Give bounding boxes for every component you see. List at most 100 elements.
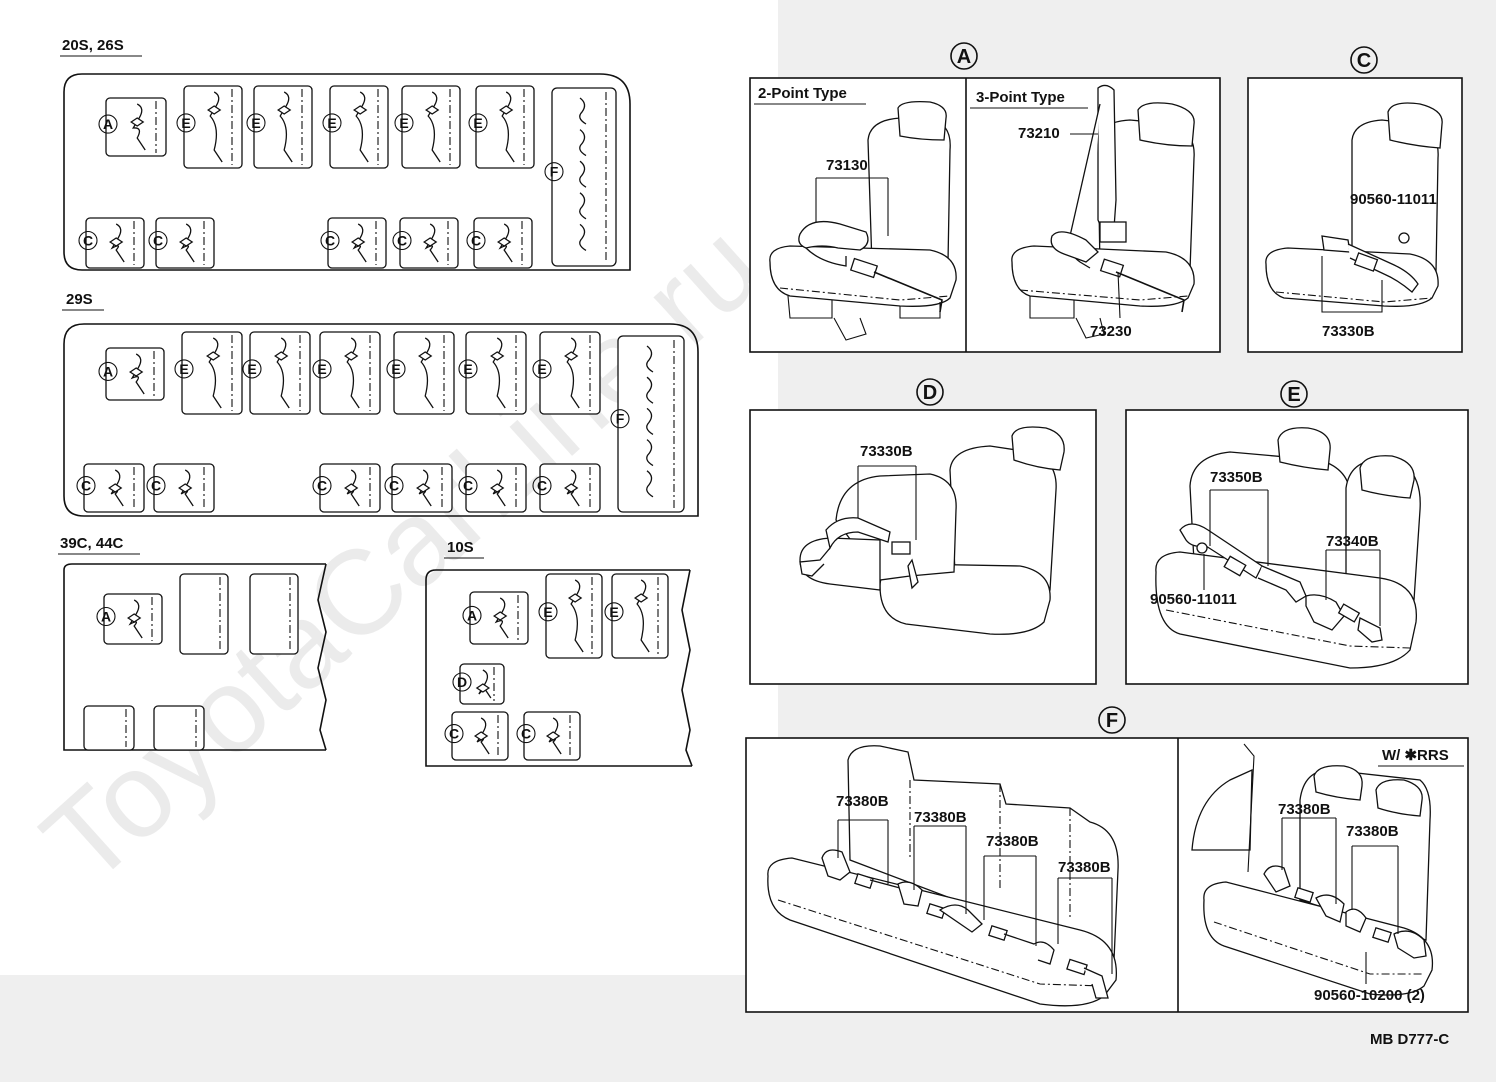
seat-type-marker xyxy=(532,359,552,379)
seat-type-marker xyxy=(466,230,486,251)
seat-plan-c: C xyxy=(392,217,459,269)
seat-plan-plain xyxy=(153,705,205,751)
seat-type-letter: E xyxy=(247,361,256,377)
seat-type-letter: E xyxy=(609,604,618,620)
bottom-background xyxy=(0,975,778,1082)
seat-type-letter: E xyxy=(181,115,190,131)
seat-type-marker xyxy=(96,606,116,627)
part-73230: 73230 xyxy=(1090,323,1132,340)
seat-type-marker xyxy=(176,113,196,133)
seat-plan-e: E xyxy=(532,331,601,415)
seat-plan-c: C xyxy=(466,217,533,269)
seat-type-letter: C xyxy=(397,233,407,249)
seat-type-marker xyxy=(458,359,478,379)
part-73340b: 73340B xyxy=(1326,533,1379,550)
seat-type-marker xyxy=(386,359,406,379)
seat-type-marker xyxy=(516,724,536,744)
seat-plan-e: E xyxy=(322,85,389,169)
part-73380b-f2: 73380B xyxy=(914,809,967,826)
seat-type-marker xyxy=(384,476,404,496)
seat-type-letter: E xyxy=(327,115,336,131)
seat-plan-e: E xyxy=(312,331,381,415)
seat-type-marker xyxy=(468,113,488,133)
seat-type-marker xyxy=(242,359,262,379)
seat-type-letter: C xyxy=(151,478,161,494)
seat-type-marker xyxy=(98,361,118,381)
seat-type-letter: C xyxy=(537,478,547,494)
seat-type-letter: D xyxy=(457,674,467,690)
seat-plan-a: A xyxy=(98,97,167,157)
seat-type-marker xyxy=(444,724,464,744)
part-73330b-d: 73330B xyxy=(860,443,913,460)
seat-type-marker xyxy=(452,672,472,692)
part-73210: 73210 xyxy=(1018,125,1060,142)
seat-type-marker xyxy=(148,230,168,251)
panel-a-3point-title: 3-Point Type xyxy=(976,89,1065,106)
seat-plan-c: C xyxy=(532,463,601,513)
seat-type-marker xyxy=(312,359,332,379)
seat-plan-e: E xyxy=(242,331,311,415)
seat-type-marker xyxy=(146,476,166,496)
seat-type-marker xyxy=(392,230,412,251)
drawing-code: MB D777-C xyxy=(1370,1031,1449,1048)
seat-type-letter: A xyxy=(467,607,477,623)
seat-type-letter: F xyxy=(616,411,625,427)
seat-type-letter: A xyxy=(103,116,113,132)
seat-type-marker xyxy=(78,230,98,251)
part-73380b-f5: 73380B xyxy=(1278,801,1331,818)
seat-type-letter: C xyxy=(449,726,459,742)
seat-type-marker xyxy=(312,476,332,496)
seat-plan-e: E xyxy=(176,85,243,169)
seat-plan-plain xyxy=(249,573,299,655)
seat-plan-plain xyxy=(83,705,135,751)
layout-label-20s: 20S, 26S xyxy=(62,37,124,54)
seat-type-letter: A xyxy=(101,609,111,625)
seat-plan-c: C xyxy=(78,217,145,269)
seat-type-marker xyxy=(458,476,478,496)
seat-type-letter: C xyxy=(317,478,327,494)
seat-type-letter: C xyxy=(471,233,481,249)
seat-type-letter: C xyxy=(83,233,93,249)
layout-label-39c: 39C, 44C xyxy=(60,535,124,552)
part-73350b: 73350B xyxy=(1210,469,1263,486)
seat-plan-a: A xyxy=(98,347,165,401)
seat-type-letter: A xyxy=(103,363,113,379)
seat-type-letter: E xyxy=(391,361,400,377)
part-90560-10200: 90560-10200 (2) xyxy=(1314,987,1425,1004)
part-73130: 73130 xyxy=(826,157,868,174)
seat-plan-c: C xyxy=(312,463,381,513)
seat-plan-f: F xyxy=(610,335,685,513)
seat-type-letter: E xyxy=(179,361,188,377)
seat-plan-e: E xyxy=(468,85,535,169)
seat-type-letter: C xyxy=(389,478,399,494)
part-73380b-f1: 73380B xyxy=(836,793,889,810)
seat-plan-a: A xyxy=(96,593,163,645)
seat-plan-d: D xyxy=(452,663,505,705)
panel-f-rrs-title: W/ ✱RRS xyxy=(1382,747,1449,764)
part-90560-11011-c: 90560-11011 xyxy=(1350,191,1437,208)
seat-type-letter: E xyxy=(537,361,546,377)
seat-plan-c: C xyxy=(148,217,215,269)
seat-type-letter: E xyxy=(317,361,326,377)
seat-type-marker xyxy=(174,359,194,379)
panel-d: D 73330B xyxy=(749,378,1097,685)
seat-plan-c: C xyxy=(516,711,581,761)
seat-type-marker xyxy=(462,605,482,625)
seat-type-marker xyxy=(394,113,414,133)
seat-type-letter: E xyxy=(463,361,472,377)
panel-f: F W/ ✱RRS 73380B 73380B 73380B 73380B xyxy=(745,706,1469,1013)
seat-type-marker xyxy=(532,476,552,496)
seat-type-letter: C xyxy=(81,478,91,494)
seat-plan-c: C xyxy=(320,217,387,269)
seat-type-letter: F xyxy=(550,164,559,180)
seat-plan-e: E xyxy=(386,331,455,415)
part-73380b-f4: 73380B xyxy=(1058,859,1111,876)
seat-plan-f: F xyxy=(544,87,617,267)
seat-type-letter: C xyxy=(153,233,163,249)
panel-c: C 90560-11011 73330B xyxy=(1247,46,1463,353)
panel-a: A 2-Point Type 3-Point Type 73130 xyxy=(749,42,1221,353)
seat-type-letter: E xyxy=(251,115,260,131)
